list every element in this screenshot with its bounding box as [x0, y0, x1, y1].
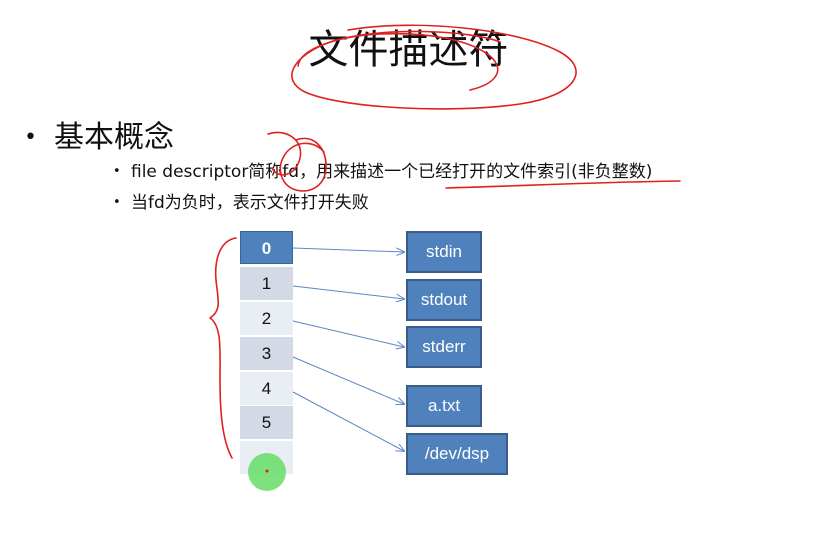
fd-cell-2: 2	[240, 302, 293, 335]
fd-table-bracket-annotation	[209, 237, 237, 459]
arrow-0-stdin	[292, 247, 404, 252]
fd-cell-0: 0	[240, 231, 293, 264]
title-circle-annotation	[291, 24, 577, 110]
main-bullet: • 基本概念	[24, 118, 174, 158]
arrow-2-stderr	[292, 320, 404, 347]
bullet-dot: •	[113, 164, 121, 179]
cursor-dot-icon	[265, 469, 269, 473]
sub-bullet-negative-fd: • 当fd为负时，表示文件打开失败	[113, 191, 369, 215]
title-circle-annotation-2	[297, 32, 499, 91]
sub-bullet-text: 当fd为负时，表示文件打开失败	[131, 193, 369, 213]
fd-cell-1: 1	[240, 267, 293, 300]
fd-circle-annotation-2	[267, 131, 302, 176]
fd-cell-4: 4	[240, 372, 293, 405]
handwritten-annotations	[209, 24, 681, 459]
target-a-txt: a.txt	[406, 385, 482, 427]
target-stdin: stdin	[406, 231, 482, 273]
file-index-underline-annotation	[445, 180, 681, 189]
main-bullet-text: 基本概念	[54, 120, 174, 155]
fd-cell-3: 3	[240, 337, 293, 370]
bullet-dot: •	[113, 195, 121, 210]
sub-bullet-fd-definition: • file descriptor简称fd，用来描述一个已经打开的文件索引(非负整…	[113, 160, 652, 184]
target-dev-dsp: /dev/dsp	[406, 433, 508, 475]
arrow-3-a-txt	[292, 356, 404, 404]
target-stderr: stderr	[406, 326, 482, 368]
fd-arrows	[292, 247, 404, 451]
bullet-dot: •	[24, 125, 37, 150]
target-stdout: stdout	[406, 279, 482, 321]
arrow-1-stdout	[292, 285, 404, 299]
fd-cell-5: 5	[240, 406, 293, 439]
arrow-4-dev-dsp	[292, 391, 404, 451]
fd-circle-annotation	[279, 137, 327, 192]
sub-bullet-text: file descriptor简称fd，用来描述一个已经打开的文件索引(非负整数…	[131, 162, 653, 182]
